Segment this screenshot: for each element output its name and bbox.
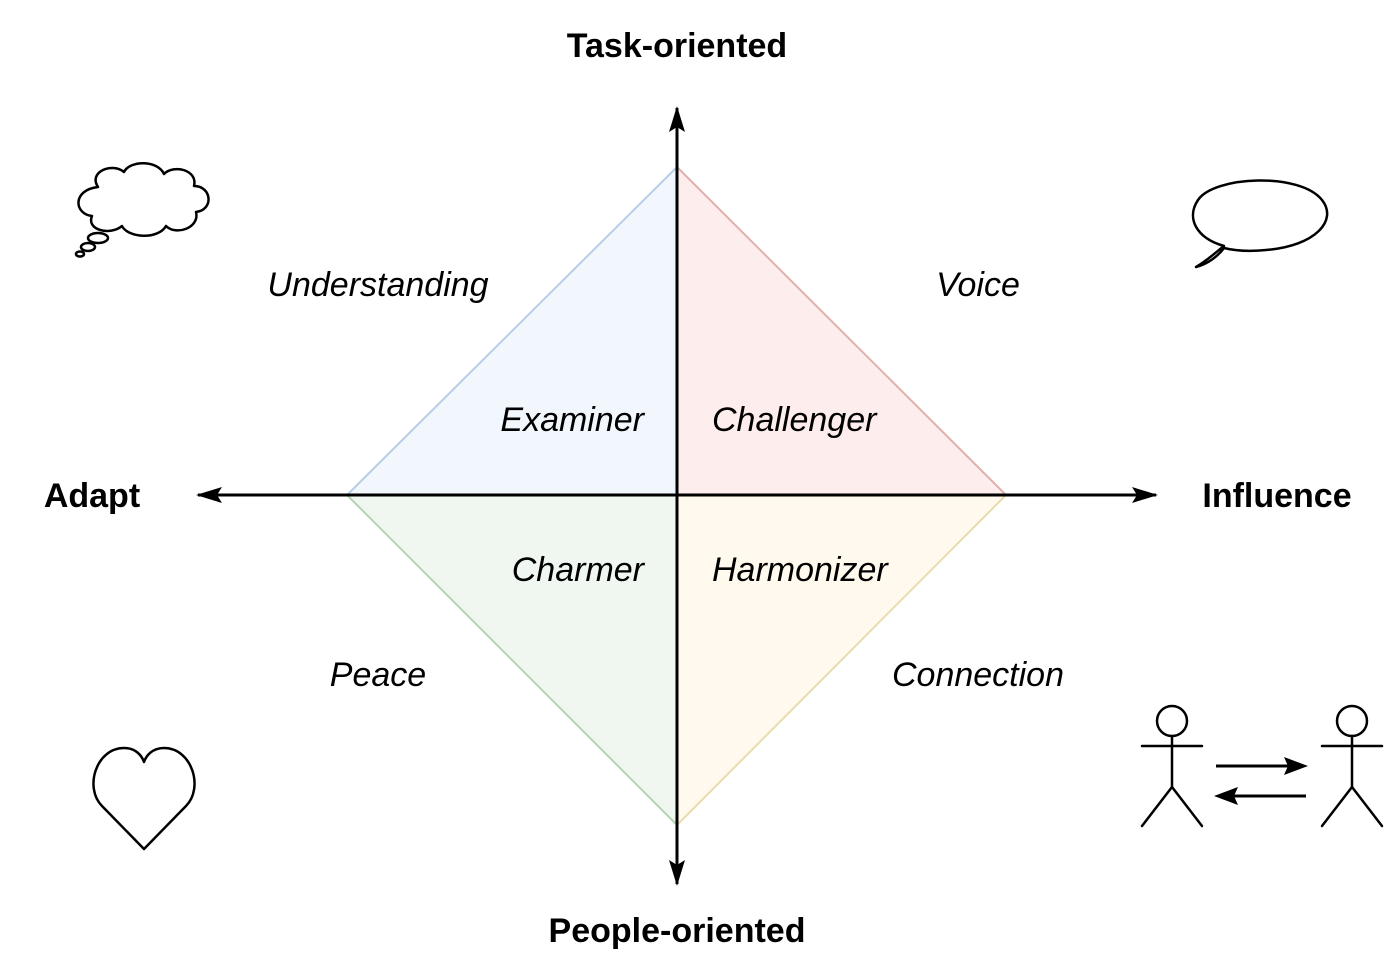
outer-label-connection: Connection [892,656,1064,694]
quadrant-label-harmonizer: Harmonizer [712,551,889,589]
outer-label-voice: Voice [936,266,1020,304]
arrow-down-head [669,860,685,886]
axis-label-bottom: People-oriented [549,912,806,950]
outer-label-understanding: Understanding [267,266,488,304]
speech-bubble-icon [1191,179,1329,269]
arrow-up-head [669,106,685,132]
diamond-edge-bottom-left [346,494,678,826]
diamond-edge-top-right [676,166,1007,496]
heart-icon [92,746,196,851]
thought-bubble-icon [74,162,210,258]
axis-label-left: Adapt [44,477,140,515]
quadrant-label-examiner: Examiner [500,401,645,439]
outer-label-peace: Peace [330,656,426,694]
people-exchange-icon [1140,704,1384,828]
arrow-left-head [196,487,222,503]
quadrant-label-challenger: Challenger [712,401,878,439]
diamond-edge-top-left [346,166,678,496]
quadrant-label-charmer: Charmer [512,551,646,589]
axis-label-top: Task-oriented [567,27,787,65]
diamond-edge-bottom-right [676,494,1007,826]
arrow-right-head [1132,487,1158,503]
axis-label-right: Influence [1202,477,1351,515]
